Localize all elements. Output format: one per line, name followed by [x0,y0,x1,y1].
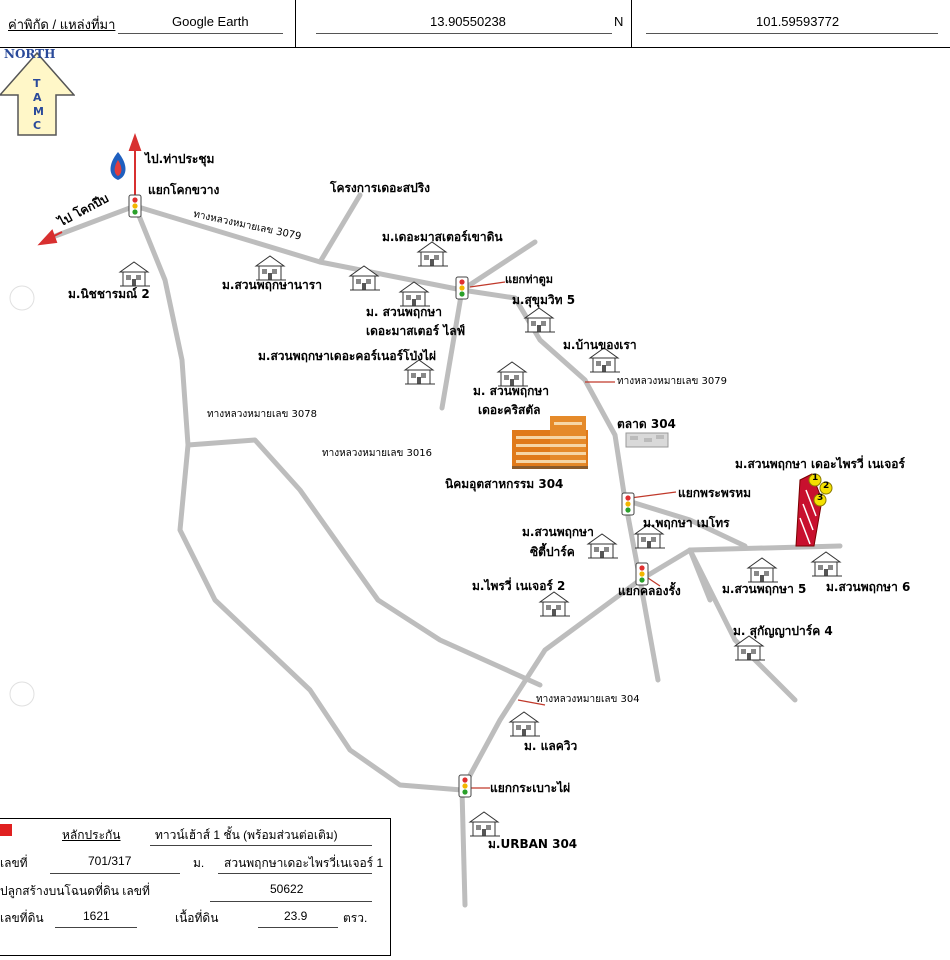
target-marker-3: 3 [817,493,824,503]
label-ban-khong-rao: ม.บ้านของเรา [563,338,637,352]
label-sukhumvit5: ม.สุขุมวิท 5 [512,293,576,307]
deed-label: ปลูกสร้างบนโฉนดที่ดิน เลขที่ [0,884,150,898]
target-marker-1: 1 [812,473,819,483]
road-3079 [47,203,661,683]
market-icon [625,432,669,448]
north-letter: C [33,119,42,132]
label-road-304: ทางหลวงหมายเลข 304 [536,694,640,705]
label-tha-prachum: ไป.ท่าประชุม [145,152,215,166]
latitude-dir: N [614,14,624,29]
label-yaek-tha-toom: แยกท่าตูม [505,273,554,286]
road-network [9,133,843,908]
house-icon [509,711,541,737]
label-road-3078: ทางหลวงหมายเลข 3078 [207,409,317,420]
north-letter: T [33,77,41,90]
road-sukanya [687,547,798,703]
land-no-label: เลขที่ดิน [0,911,44,925]
gas-station-icon [110,152,126,180]
village-label: ม. [193,856,205,870]
coord-label: ค่าพิกัด / แหล่งที่มา [8,17,116,32]
village-value: สวนพฤกษาเดอะไพรวี่เนเจอร์ 1 [224,856,384,870]
area-label: เนื้อที่ดิน [175,911,219,925]
label-talad-304: ตลาด 304 [617,417,676,431]
label-yaek-krabao-phai: แยกกระเบาะไผ่ [490,781,571,795]
house-no-value: 701/317 [88,854,132,868]
house-icon [119,261,151,287]
label-master-khao-tin: ม.เดอะมาสเตอร์เขาดิน [382,230,503,244]
label-yaek-khok-khwang: แยกโคกขวาง [148,183,220,197]
house-icon [469,811,501,837]
source-value: Google Earth [172,14,249,29]
label-target: ม.สวนพฤกษา เดอะไพรวี่ เนเจอร์ [735,457,905,471]
map-area: 1 2 3 NORTH T A M C ไป.ท่าประชุม ไป โคกป… [0,47,950,960]
target-marker-2: 2 [823,481,830,491]
header-bar: ค่าพิกัด / แหล่งที่มา Google Earth 13.90… [0,0,950,48]
road-spring [317,192,363,265]
house-icon [524,307,556,333]
label-crystal-2: เดอะคริสตัล [478,403,541,417]
label-suan6: ม.สวนพฤกษา 6 [826,580,911,594]
traffic-light-icon [458,774,472,798]
guarantee-value: ทาวน์เฮ้าส์ 1 ชั้น (พร้อมส่วนต่อเติม) [155,828,338,842]
label-suan-city-1: ม.สวนพฤกษา [522,525,594,539]
land-no-value: 1621 [83,909,110,923]
traffic-light-icon [128,194,142,218]
area-value: 23.9 [284,909,308,923]
north-arrow: NORTH T A M C [0,47,75,137]
label-urban: ม.URBAN 304 [488,837,578,851]
label-suan-master-1: ม. สวนพฤกษา [366,305,443,319]
north-letter: M [33,105,44,118]
collateral-legend: หลักประกัน ทาวน์เฮ้าส์ 1 ชั้น (พร้อมส่วน… [0,818,391,956]
label-industrial: นิคมอุตสาหกรรม 304 [445,477,564,491]
industrial-building-icon [512,416,588,469]
label-crystal-1: ม. สวนพฤกษา [473,384,550,398]
deed-value: 50622 [270,882,304,896]
collateral-marker-icon [0,824,12,836]
road-metro [622,497,748,549]
label-metro: ม.พฤกษา เมโทร [643,516,730,530]
north-letter: A [33,91,42,104]
label-privy2: ม.ไพรวี่ เนเจอร์ 2 [472,579,566,593]
road-tha-toom-ne [459,239,538,293]
house-icon [811,551,843,577]
label-suan-city-2: ซิตี้ปาร์ค [530,545,575,559]
road-suan5 [687,547,713,603]
label-yaek-phra-phrom: แยกพระพรหม [678,486,752,500]
label-corner-ppg: ม.สวนพฤกษาเดอะคอร์เนอร์โป่งไผ่ [258,349,436,363]
north-title: NORTH [4,47,56,61]
latitude-value: 13.90550238 [430,14,506,29]
traffic-light-icon [621,492,635,516]
label-yaek-khlong-rang: แยกคลองรั้ง [618,584,681,598]
header-source-cell: ค่าพิกัด / แหล่งที่มา Google Earth [0,0,296,47]
road-tha-toom-s [439,287,465,411]
road-3016 [185,437,543,688]
label-suan-master-2: เดอะมาสเตอร์ ไลฟ์ [366,324,466,338]
label-road-3079b: ทางหลวงหมายเลข 3079 [617,376,727,387]
label-sukanya: ม. สุกัญญาปาร์ค 4 [733,624,833,638]
guarantee-label: หลักประกัน [62,828,121,842]
label-road-3016: ทางหลวงหมายเลข 3016 [322,448,432,459]
road-304 [459,543,843,793]
traffic-light-icon [455,276,469,300]
label-suan-nara: ม.สวนพฤกษานารา [222,278,322,292]
label-the-spring: โครงการเดอะสปริง [330,181,431,195]
area-unit: ตรว. [343,911,368,925]
road-3078 [132,203,465,793]
header-lng-cell: 101.59593772 [632,0,949,47]
label-lake-view: ม. แลควิว [524,739,578,753]
longitude-value: 101.59593772 [756,14,840,29]
road-304-south [459,787,468,908]
header-lat-cell: 13.90550238 N [296,0,632,47]
house-no-label: เลขที่ [0,856,28,870]
house-icon [747,557,779,583]
label-suan5: ม.สวนพฤกษา 5 [722,582,807,596]
label-nitchara: ม.นิชชารมณ์ 2 [68,287,150,301]
target-property-marker [795,473,833,547]
